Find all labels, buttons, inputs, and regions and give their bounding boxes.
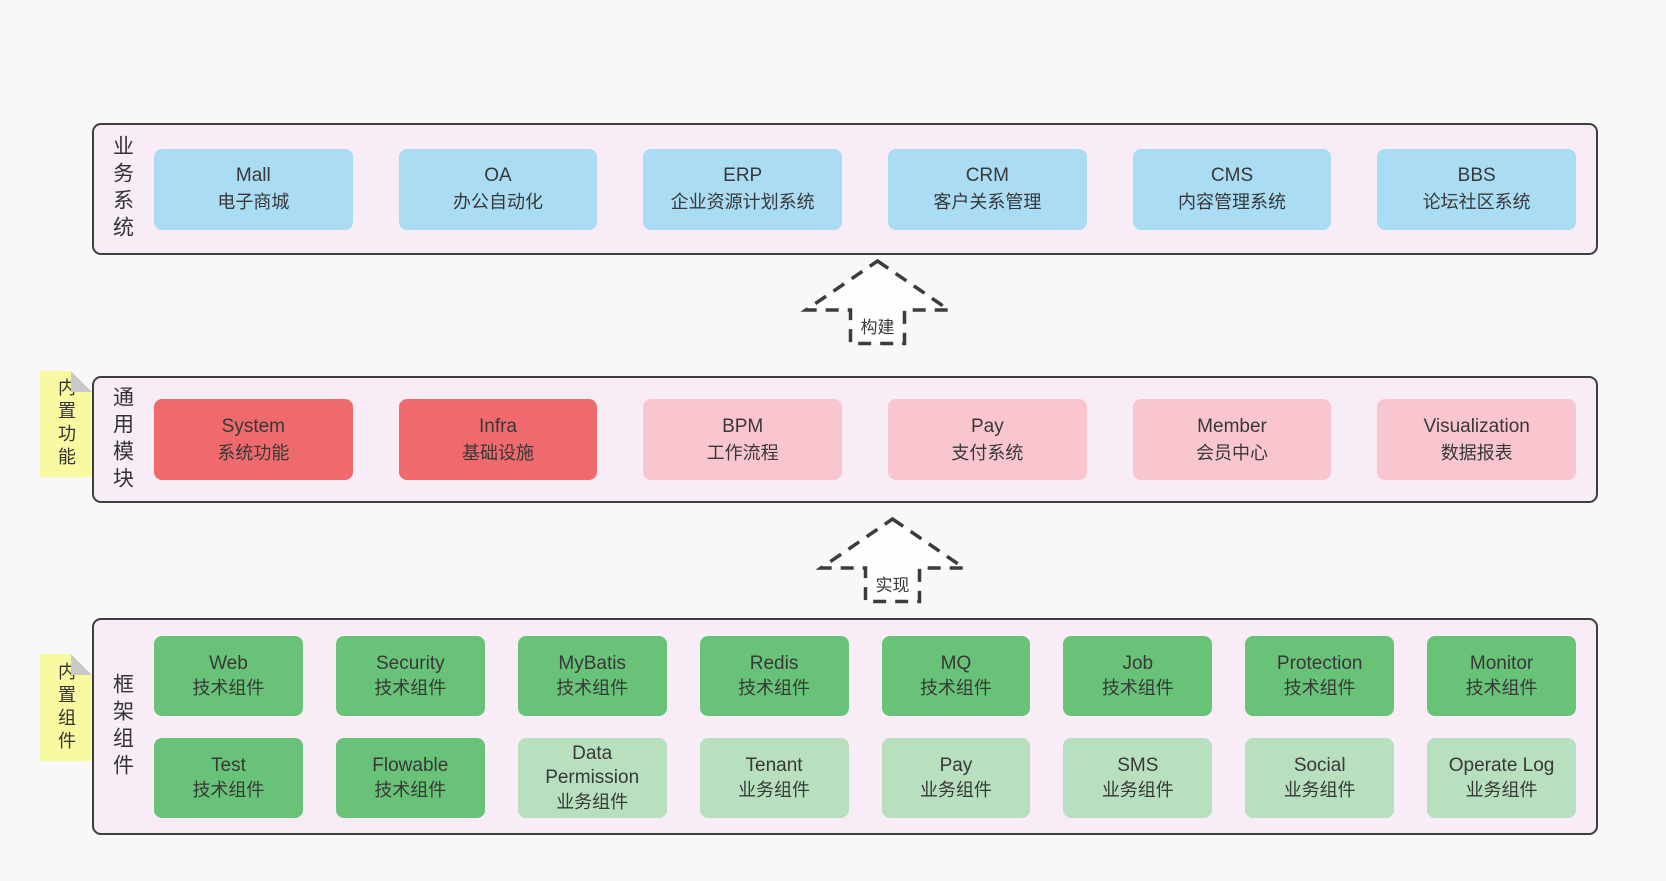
- box-crm: CRM 客户关系管理: [888, 148, 1087, 230]
- box-flowable: Flowable 技术组件: [335, 737, 485, 818]
- layer-label: 通用模块: [110, 385, 134, 494]
- box-bpm: BPM 工作流程: [643, 399, 843, 480]
- box-mybatis: MyBatis 技术组件: [517, 635, 667, 716]
- component-row-2: Test 技术组件 Flowable 技术组件 Data Permission …: [154, 737, 1576, 818]
- layer-label: 框架组件: [110, 672, 134, 781]
- box-tenant: Tenant 业务组件: [699, 737, 849, 818]
- box-bbs: BBS 论坛社区系统: [1377, 148, 1577, 230]
- arrow-label: 实现: [872, 570, 913, 597]
- layer-label: 业务系统: [110, 135, 134, 243]
- box-security: Security 技术组件: [335, 635, 485, 716]
- box-member: Member 会员中心: [1132, 399, 1332, 480]
- layer-label-column: 框架组件: [94, 620, 150, 833]
- box-mq: MQ 技术组件: [881, 635, 1031, 716]
- box-mall: Mall 电子商城: [154, 148, 353, 230]
- layer-label-column: 通用模块: [94, 378, 150, 501]
- business-boxes-row: Mall 电子商城 OA 办公自动化 ERP 企业资源计划系统 CRM 客户关系…: [150, 125, 1596, 253]
- up-arrow-icon: [815, 516, 970, 604]
- module-boxes-row: System 系统功能 Infra 基础设施 BPM 工作流程 Pay 支付系统…: [150, 378, 1596, 501]
- box-social: Social 业务组件: [1245, 737, 1395, 818]
- box-infra: Infra 基础设施: [398, 399, 598, 480]
- box-protection: Protection 技术组件: [1245, 635, 1395, 716]
- sticky-note-built-in-components: 内置组件: [40, 654, 92, 761]
- box-monitor: Monitor 技术组件: [1427, 635, 1576, 716]
- box-redis: Redis 技术组件: [699, 635, 849, 716]
- box-operate-log: Operate Log 业务组件: [1427, 737, 1576, 818]
- box-pay-business: Pay 业务组件: [881, 737, 1031, 818]
- note-label: 内置功能: [56, 378, 76, 470]
- layer-common-modules: 通用模块 System 系统功能 Infra 基础设施 BPM 工作流程 Pay…: [92, 376, 1598, 503]
- arrow-implement: 实现: [815, 515, 970, 605]
- layer-label-column: 业务系统: [94, 125, 150, 253]
- component-row-1: Web 技术组件 Security 技术组件 MyBatis 技术组件 Redi…: [154, 635, 1576, 716]
- box-erp: ERP 企业资源计划系统: [643, 148, 843, 230]
- box-pay: Pay 支付系统: [888, 399, 1087, 480]
- box-data-permission: Data Permission 业务组件: [517, 737, 667, 818]
- folded-corner-icon: [71, 371, 92, 392]
- component-grid: Web 技术组件 Security 技术组件 MyBatis 技术组件 Redi…: [150, 620, 1596, 833]
- box-web: Web 技术组件: [154, 635, 303, 716]
- box-job: Job 技术组件: [1063, 635, 1213, 716]
- box-test: Test 技术组件: [154, 737, 303, 818]
- up-arrow-icon: [800, 258, 955, 346]
- box-oa: OA 办公自动化: [398, 148, 598, 230]
- layer-framework-components: 框架组件 Web 技术组件 Security 技术组件 MyBatis 技术组件…: [92, 618, 1598, 835]
- note-label: 内置组件: [56, 661, 76, 754]
- layer-business-systems: 业务系统 Mall 电子商城 OA 办公自动化 ERP 企业资源计划系统 CRM…: [92, 123, 1598, 255]
- sticky-note-built-in-features: 内置功能: [40, 371, 92, 477]
- box-visualization: Visualization 数据报表: [1377, 399, 1577, 480]
- arrow-build: 构建: [800, 257, 955, 347]
- arrow-label: 构建: [857, 312, 898, 339]
- box-system: System 系统功能: [154, 399, 353, 480]
- box-sms: SMS 业务组件: [1063, 737, 1213, 818]
- folded-corner-icon: [71, 654, 92, 675]
- box-cms: CMS 内容管理系统: [1132, 148, 1332, 230]
